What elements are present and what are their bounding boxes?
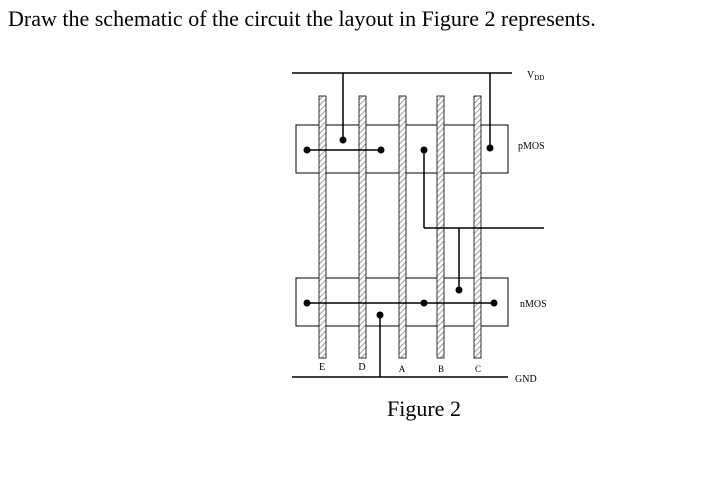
contact	[377, 146, 385, 154]
gate-b	[436, 95, 445, 359]
gate-label-c: C	[475, 364, 481, 374]
gate-label-a: A	[399, 364, 406, 374]
vdd-label: VDD	[527, 70, 544, 82]
contact	[339, 136, 347, 144]
gate-d	[358, 95, 367, 359]
contact	[455, 286, 463, 294]
gate-label-d: D	[358, 362, 365, 373]
contact	[420, 299, 428, 307]
contact	[420, 146, 428, 154]
gate-label-e: E	[319, 362, 325, 373]
contact	[490, 299, 498, 307]
figure-caption: Figure 2	[387, 396, 461, 421]
gate-c	[473, 95, 482, 359]
nmos-label: nMOS	[520, 299, 547, 310]
gate-e	[318, 95, 327, 359]
gate-a	[398, 95, 407, 359]
gate-label-b: B	[438, 364, 444, 374]
pmos-label: pMOS	[518, 141, 545, 152]
question-text: Draw the schematic of the circuit the la…	[8, 6, 596, 31]
contact	[486, 144, 494, 152]
contact	[303, 299, 311, 307]
gnd-label: GND	[515, 374, 537, 385]
contact	[376, 311, 384, 319]
contact	[303, 146, 311, 154]
